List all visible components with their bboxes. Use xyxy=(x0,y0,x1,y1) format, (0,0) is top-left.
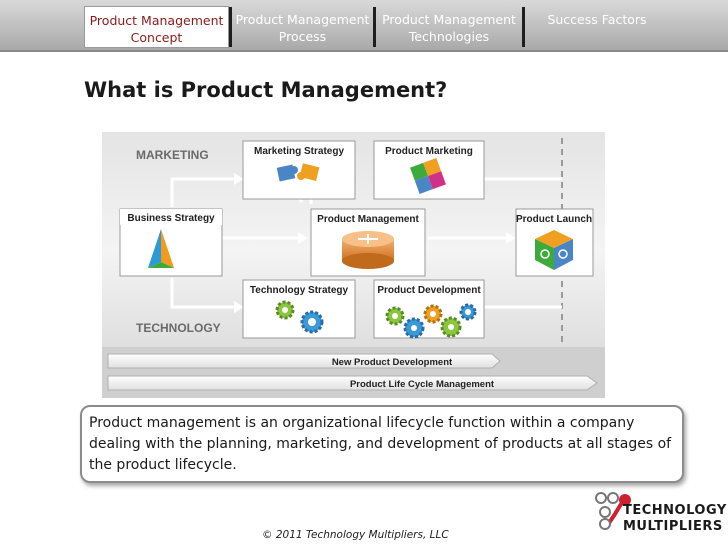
arrowhead xyxy=(234,301,244,313)
puzzle-icon xyxy=(276,163,320,182)
tab-label-line1: Product Management xyxy=(235,12,370,27)
box-label: Business Strategy xyxy=(127,213,215,224)
product-management-diagram: MARKETING TECHNOLOGY Business Strategy M… xyxy=(102,132,605,398)
tab-label-line1: Product Management xyxy=(89,13,224,28)
arrowhead xyxy=(506,232,516,244)
tab-divider xyxy=(229,7,232,47)
box-label: Technology Strategy xyxy=(250,285,349,296)
tab-label-line1: Product Management xyxy=(382,12,516,27)
bar-label: Product Life Cycle Management xyxy=(350,379,495,390)
tab-label-line2: Concept xyxy=(130,30,183,45)
logo-word-technology: TECHNOLOGY xyxy=(623,503,727,518)
definition-callout: Product management is an organizational … xyxy=(80,405,684,483)
new-product-development-bar: New Product Development xyxy=(107,353,501,369)
copyright-footer: © 2011 Technology Multipliers, LLC xyxy=(262,529,449,541)
router-icon xyxy=(342,231,394,269)
lane-label-marketing: MARKETING xyxy=(136,148,209,162)
box-label: Product Launch xyxy=(516,214,592,225)
bar-label: New Product Development xyxy=(332,357,453,368)
box-technology-strategy xyxy=(242,279,356,339)
gears-icon xyxy=(275,300,324,334)
tab-success-factors[interactable]: Success Factors xyxy=(525,6,669,48)
connector-up xyxy=(170,177,234,207)
logo-word-multipliers: MULTIPLIERS xyxy=(623,519,723,534)
puzzle-square-icon xyxy=(410,158,446,194)
tab-divider xyxy=(373,7,376,47)
tab-label-line2: Technologies xyxy=(408,29,490,44)
top-navigation: Product Management Concept Product Manag… xyxy=(0,0,728,52)
arrowhead xyxy=(298,232,308,244)
page-title: What is Product Management? xyxy=(84,78,448,102)
logo-circles-icon xyxy=(595,492,631,530)
many-gears-icon xyxy=(385,303,477,339)
arrowhead xyxy=(234,173,244,185)
cube-icon xyxy=(535,230,573,270)
tab-label-line1: Success Factors xyxy=(547,12,647,27)
definition-text: Product management is an organizational … xyxy=(89,415,672,473)
box-marketing-strategy xyxy=(242,140,356,200)
tab-divider xyxy=(522,7,525,47)
product-life-cycle-bar: Product Life Cycle Management xyxy=(107,375,598,391)
company-logo: TECHNOLOGY MULTIPLIERS xyxy=(593,490,726,534)
box-label: Marketing Strategy xyxy=(254,146,344,157)
box-label: Product Management xyxy=(317,214,419,225)
tab-product-management-concept[interactable]: Product Management Concept xyxy=(84,6,229,48)
pyramid-icon xyxy=(148,229,174,268)
connector-down xyxy=(170,278,234,309)
tab-product-management-process[interactable]: Product Management Process xyxy=(232,6,373,48)
box-label: Product Marketing xyxy=(385,146,473,157)
box-label: Product Development xyxy=(377,285,481,296)
lane-label-technology: TECHNOLOGY xyxy=(136,321,221,335)
tab-product-management-technologies[interactable]: Product Management Technologies xyxy=(376,6,522,48)
tab-label-line2: Process xyxy=(278,29,327,44)
